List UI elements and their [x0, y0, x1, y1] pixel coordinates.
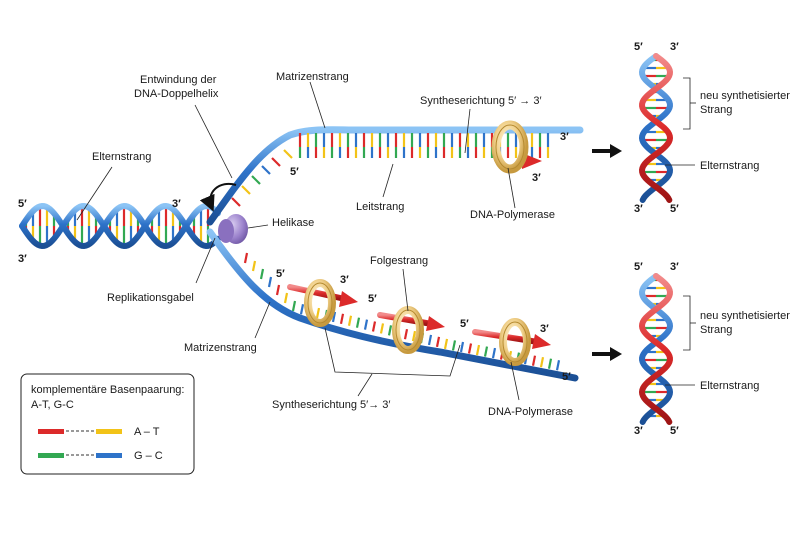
- daughter-helix-top: [638, 53, 674, 203]
- end-label: 5′: [634, 41, 643, 53]
- daughter-helix-bottom: [638, 273, 674, 425]
- end-label: 5′: [460, 318, 469, 330]
- end-label: 5′: [276, 268, 285, 280]
- label-entwindung-2: DNA-Doppelhelix: [134, 88, 219, 100]
- label-new-strand-top-1: neu synthetisierter: [700, 90, 790, 102]
- label-entwindung-1: Entwindung der: [140, 74, 217, 86]
- legend-pair-at: A – T: [134, 426, 160, 438]
- okazaki-fragment-3: [472, 318, 551, 366]
- end-label: 3′: [560, 131, 569, 143]
- end-label: 3′: [540, 323, 549, 335]
- end-label: 3′: [18, 253, 27, 265]
- legend-swatch-guanine: [38, 453, 64, 458]
- label-parent-strand-bottom: Elternstrang: [700, 380, 759, 392]
- result-arrow-top-head: [610, 144, 622, 158]
- legend-swatch-thymine: [96, 429, 122, 434]
- legend-pair-gc: G – C: [134, 450, 163, 462]
- template-strand-top: [206, 126, 584, 226]
- dna-polymerase-top: [491, 120, 529, 174]
- okazaki-fragment-2: [377, 306, 445, 354]
- label-helikase: Helikase: [272, 217, 314, 229]
- end-label: 3′: [532, 172, 541, 184]
- label-leitstrang: Leitstrang: [356, 201, 404, 213]
- legend-title-2: A-T, G-C: [31, 399, 74, 411]
- end-label: 5′: [562, 371, 571, 383]
- label-matrizenstrang-top: Matrizenstrang: [276, 71, 349, 83]
- end-label: 3′: [670, 261, 679, 273]
- lagging-strand-fork: [206, 228, 579, 382]
- label-syntheserichtung-top: Syntheserichtung 5′ → 3′: [420, 95, 542, 107]
- legend-swatch-cytosine: [96, 453, 122, 458]
- label-new-strand-bottom-1: neu synthetisierter: [700, 310, 790, 322]
- end-label: 5′: [670, 425, 679, 437]
- end-label: 5′: [290, 166, 299, 178]
- leading-strand-fork: [206, 120, 584, 226]
- parent-double-helix: [19, 202, 221, 250]
- label-new-strand-top-2: Strang: [700, 104, 732, 116]
- label-syntheserichtung-bottom: Syntheserichtung 5′→ 3′: [272, 399, 390, 411]
- end-label: 3′: [670, 41, 679, 53]
- okazaki-fragment-1: [287, 279, 358, 327]
- end-label: 3′: [340, 274, 349, 286]
- result-arrow-bottom-head: [610, 347, 622, 361]
- end-label: 5′: [18, 198, 27, 210]
- label-replikationsgabel: Replikationsgabel: [107, 292, 194, 304]
- label-elternstrang-left: Elternstrang: [92, 151, 151, 163]
- leader-lines: [76, 77, 696, 401]
- end-label: 5′: [670, 203, 679, 215]
- end-label: 5′: [634, 261, 643, 273]
- helicase-enzyme: [218, 214, 248, 244]
- legend: komplementäre Basenpaarung: A-T, G-C A –…: [20, 373, 195, 475]
- end-label: 5′: [368, 293, 377, 305]
- label-matrizenstrang-bottom: Matrizenstrang: [184, 342, 257, 354]
- end-label: 3′: [634, 425, 643, 437]
- label-new-strand-bottom-2: Strang: [700, 324, 732, 336]
- label-folgestrang: Folgestrang: [370, 255, 428, 267]
- label-dna-polymerase-bottom: DNA-Polymerase: [488, 406, 573, 418]
- unwinding-arrow: [199, 182, 237, 212]
- legend-swatch-adenine: [38, 429, 64, 434]
- legend-title-1: komplementäre Basenpaarung:: [31, 384, 184, 396]
- label-dna-polymerase-top: DNA-Polymerase: [470, 209, 555, 221]
- end-label: 3′: [172, 198, 181, 210]
- end-label: 3′: [634, 203, 643, 215]
- label-parent-strand-top: Elternstrang: [700, 160, 759, 172]
